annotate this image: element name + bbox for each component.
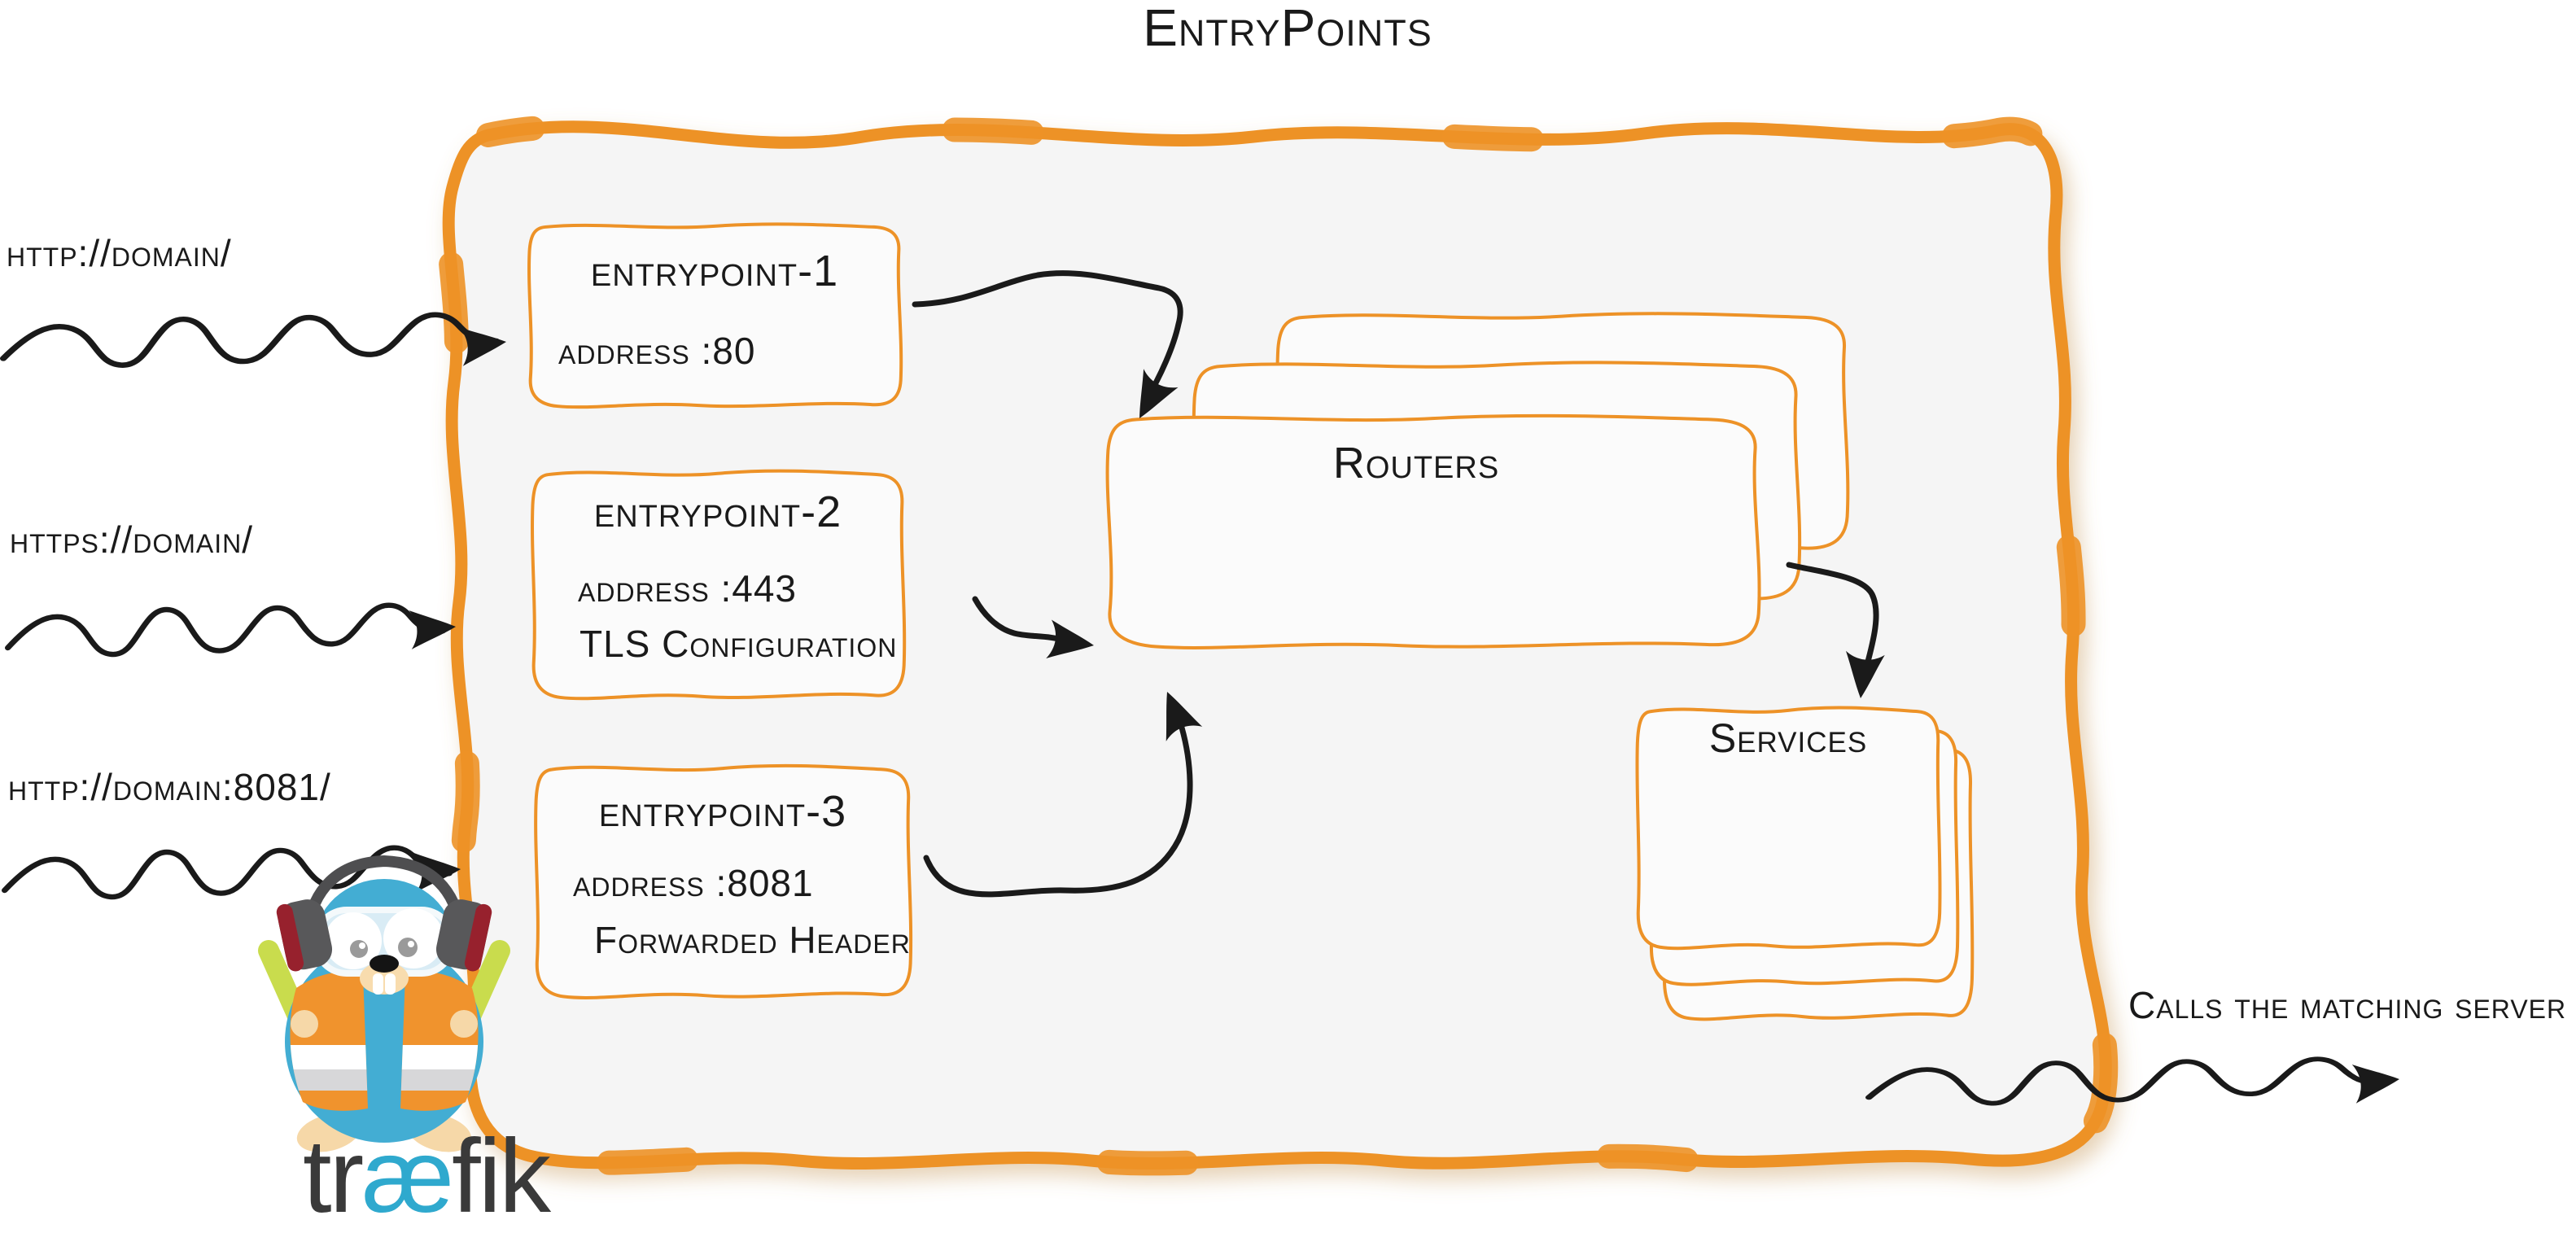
entrypoint-1-title: entrypoint-1 bbox=[590, 247, 839, 295]
services-label: Services bbox=[1708, 715, 1868, 761]
entrypoint-2-address: address :443 bbox=[578, 567, 798, 610]
connector-routers-to-services bbox=[1786, 562, 1885, 701]
gopher-hand-left bbox=[291, 1010, 318, 1038]
connector-entrypoint2-to-routers bbox=[972, 596, 1097, 665]
entrypoint-3-address: address :8081 bbox=[573, 862, 814, 904]
routers-label: Routers bbox=[1332, 439, 1500, 488]
gopher-headphones bbox=[276, 855, 492, 972]
diagram-title: EntryPoints bbox=[1143, 0, 1432, 57]
request-arrow-1 bbox=[3, 315, 509, 366]
entrypoint-3-title: entrypoint-3 bbox=[598, 787, 847, 836]
connector-entrypoint1-to-routers bbox=[912, 270, 1183, 428]
traefik-wordmark: træfik bbox=[255, 1125, 597, 1229]
outgoing-note: Calls the matching server bbox=[2128, 984, 2567, 1026]
entrypoint-2-tls: TLS Configuration bbox=[579, 623, 898, 665]
gopher-muzzle bbox=[360, 955, 409, 995]
request-label-3: http://domain:8081/ bbox=[8, 766, 331, 808]
request-label-1: http://domain/ bbox=[7, 232, 232, 274]
request-label-2: https://domain/ bbox=[10, 518, 254, 561]
request-arrow-2 bbox=[8, 606, 457, 654]
entrypoint-1-address: address :80 bbox=[558, 330, 756, 372]
gopher-hand-right bbox=[450, 1010, 478, 1038]
wordmark-fik: fik bbox=[452, 1118, 551, 1233]
entrypoint-2-title: entrypoint-2 bbox=[593, 488, 842, 536]
wordmark-tr: tr bbox=[303, 1118, 364, 1233]
wordmark-ae: æ bbox=[361, 1118, 454, 1233]
connector-entrypoint3-to-routers bbox=[923, 684, 1203, 898]
traefik-gopher-logo bbox=[258, 855, 510, 1152]
entrypoint-3-forwarded-header: Forwarded Header bbox=[594, 919, 911, 961]
